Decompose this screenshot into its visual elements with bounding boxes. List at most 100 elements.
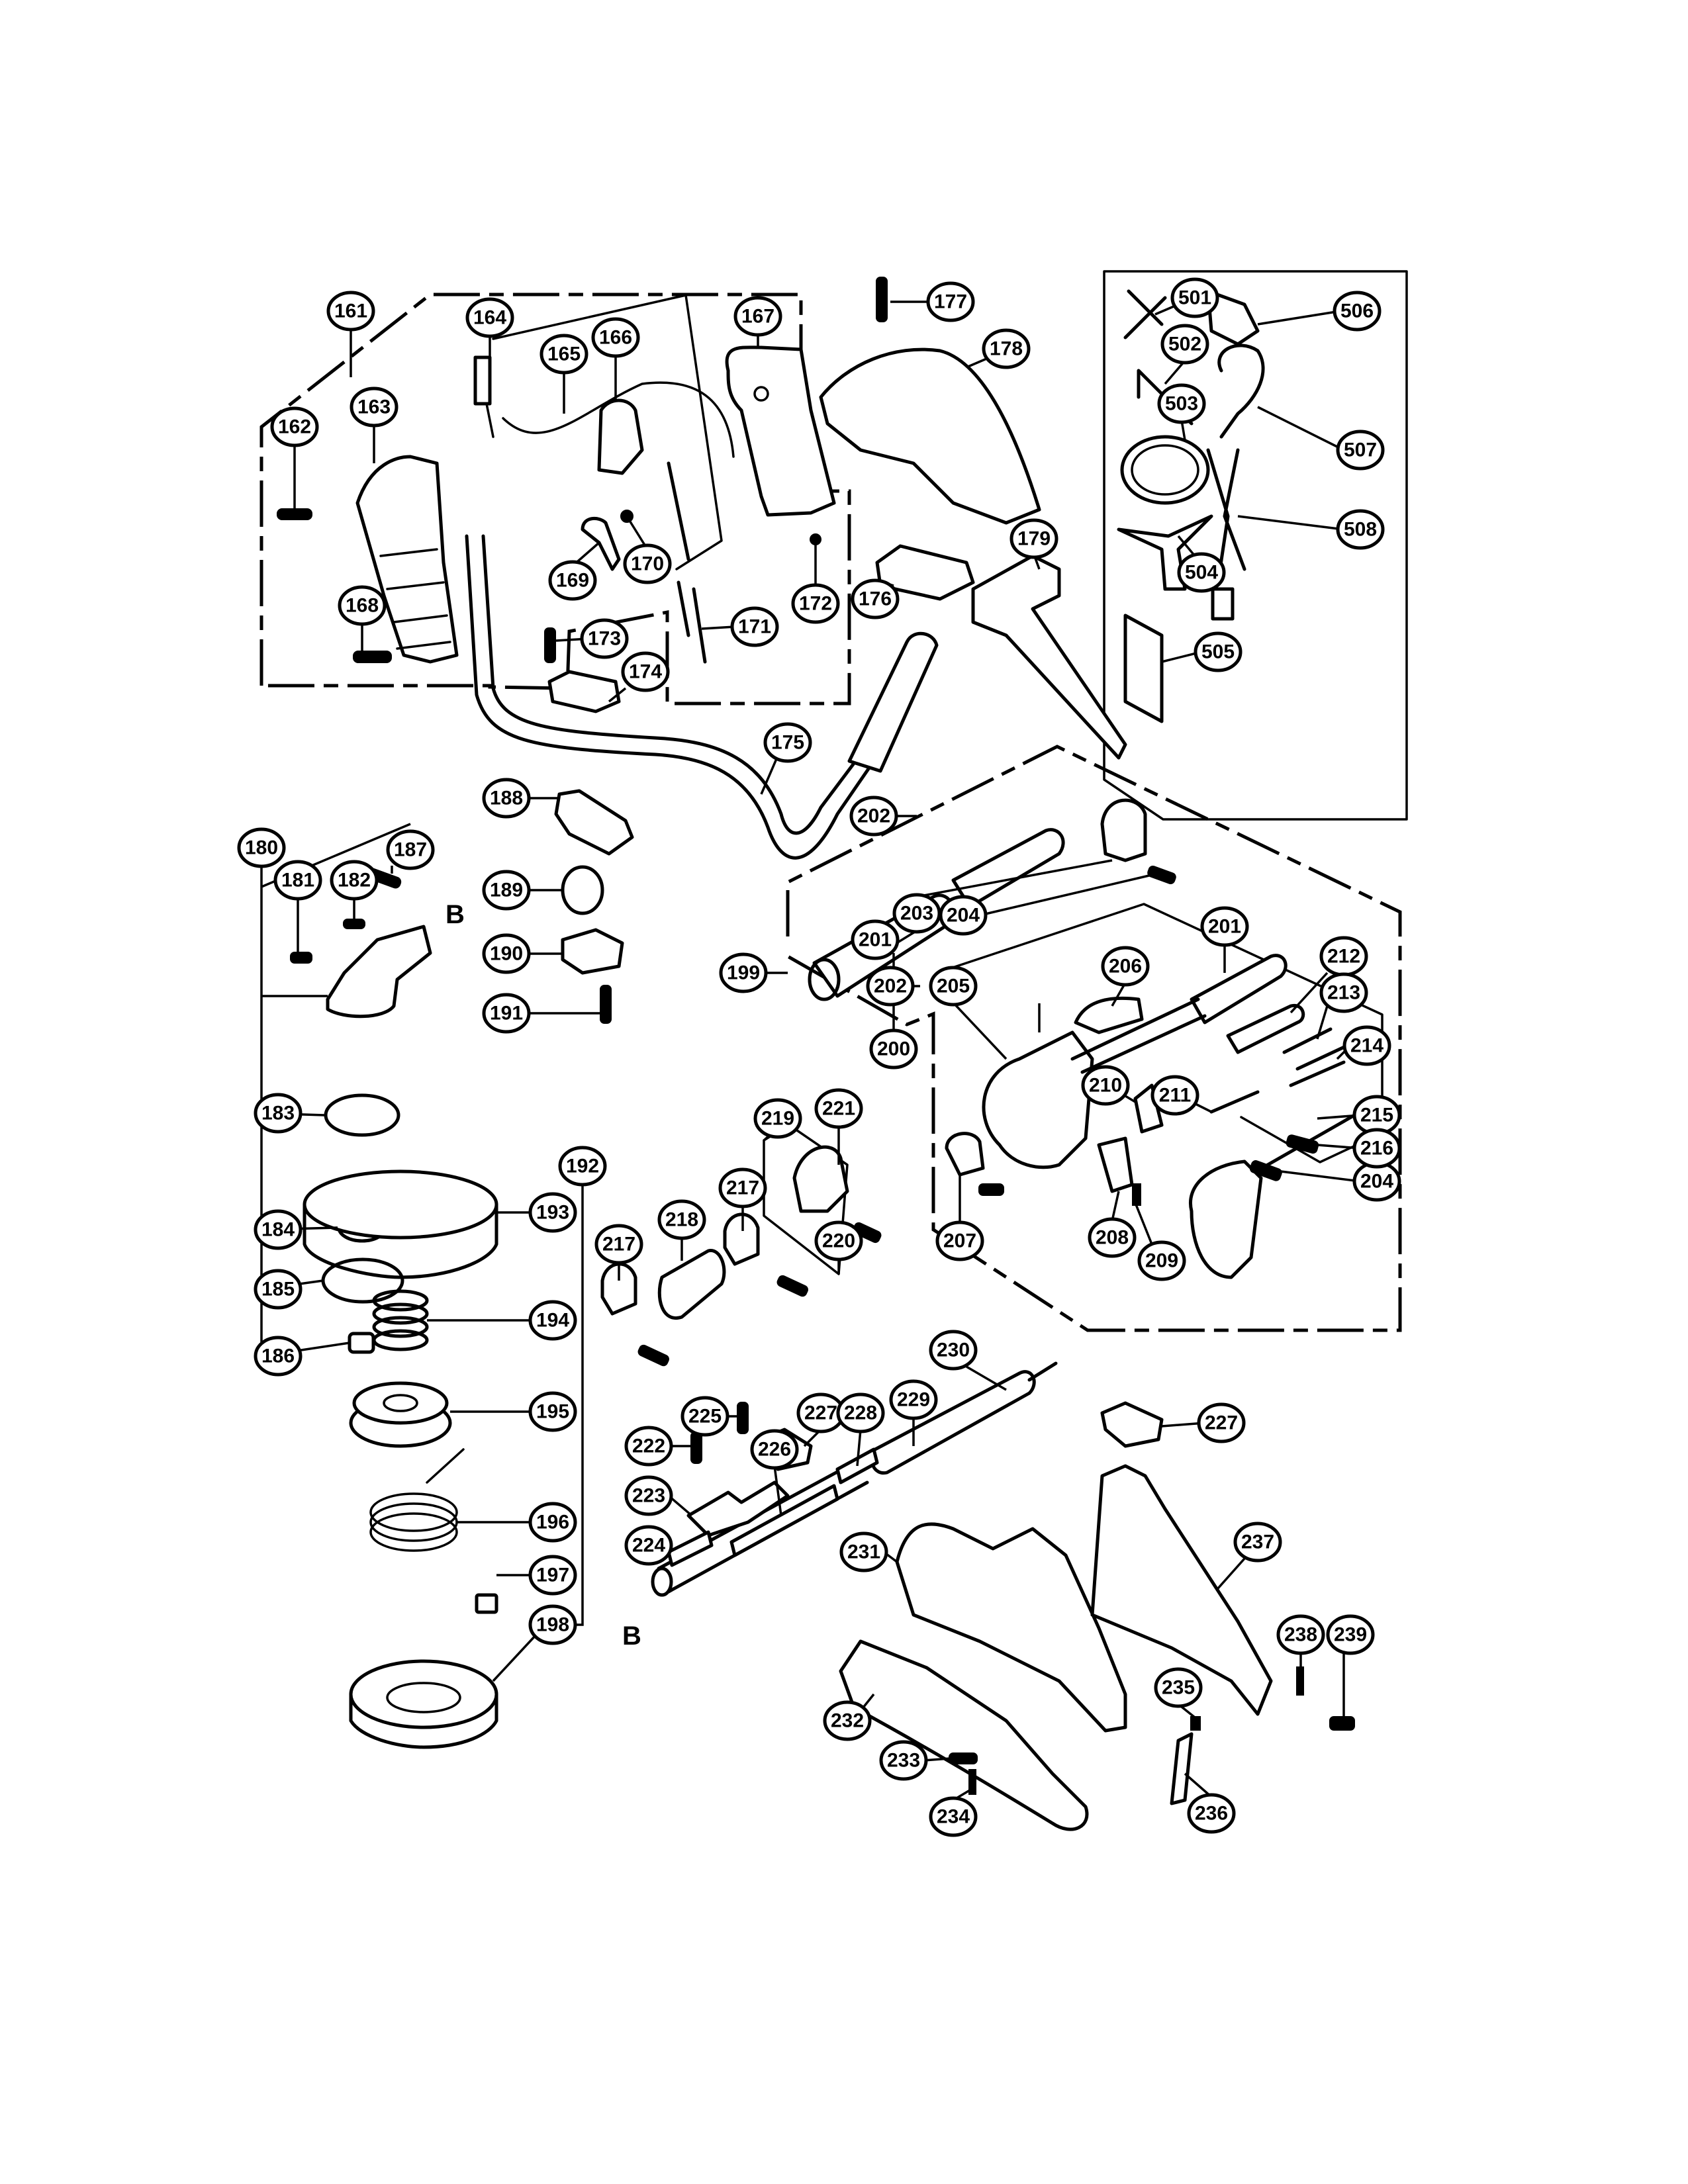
callout-175: 175 — [763, 722, 812, 763]
callout-circle — [849, 796, 898, 837]
callout-circle — [273, 860, 322, 901]
callout-191: 191 — [482, 993, 531, 1034]
callout-number: 213 — [1327, 982, 1360, 1004]
lever-169-part — [581, 516, 621, 571]
callout-number: 227 — [1205, 1412, 1238, 1434]
callout-225: 225 — [680, 1396, 729, 1437]
callout-217: 217 — [594, 1224, 643, 1265]
switch-box-outline — [492, 294, 723, 570]
callout-circle — [836, 1392, 885, 1433]
clamp-227b-part — [1100, 1401, 1164, 1448]
callout-circle — [1137, 1240, 1186, 1281]
callout-circle — [621, 651, 670, 692]
spool-part — [349, 1381, 452, 1448]
callout-229: 229 — [889, 1379, 938, 1420]
manual-bag-505-part — [1123, 614, 1164, 723]
callout-number: 217 — [602, 1234, 635, 1255]
screw-182-part — [343, 919, 365, 929]
callout-162: 162 — [270, 406, 319, 447]
screw-233-part — [949, 1752, 978, 1764]
callout-number: 219 — [761, 1108, 794, 1130]
callout-222: 222 — [624, 1426, 673, 1467]
callout-circle — [1150, 1075, 1199, 1116]
callout-171: 171 — [730, 606, 779, 647]
callout-circle — [1160, 324, 1209, 365]
callout-186: 186 — [254, 1336, 303, 1377]
callout-circle — [680, 1396, 729, 1437]
callout-234: 234 — [929, 1796, 978, 1837]
bushing-189-part — [561, 865, 604, 915]
callout-number: 226 — [758, 1439, 791, 1461]
callout-circle — [270, 406, 319, 447]
callout-circle — [982, 328, 1031, 369]
callout-189: 189 — [482, 870, 531, 911]
callout-238: 238 — [1276, 1614, 1325, 1655]
callout-number: 233 — [887, 1750, 920, 1772]
washer-183-part — [324, 1093, 400, 1137]
callout-circle — [350, 387, 399, 428]
trigger-assembly-outline — [935, 903, 1383, 1163]
callout-number: 204 — [947, 905, 980, 927]
callout-183: 183 — [254, 1093, 303, 1134]
callout-circle — [548, 560, 597, 601]
callout-circle — [814, 1088, 863, 1129]
callout-circle — [889, 1379, 938, 1420]
callout-194: 194 — [528, 1300, 577, 1341]
callout-217: 217 — [718, 1167, 767, 1208]
callout-number: 172 — [799, 593, 832, 615]
trimmer-line-part — [369, 1448, 465, 1552]
callout-number: 228 — [844, 1402, 877, 1424]
handle-cover-part — [725, 345, 836, 517]
callout-163: 163 — [350, 387, 399, 428]
callout-224: 224 — [624, 1525, 673, 1566]
callout-circle — [482, 933, 531, 974]
callout-number: 163 — [357, 396, 391, 418]
callout-197: 197 — [528, 1555, 577, 1596]
handle-assembly-border — [259, 293, 851, 705]
callout-188: 188 — [482, 778, 531, 819]
callout-number: 178 — [990, 338, 1023, 360]
callout-number: 187 — [394, 839, 427, 861]
bolt-177-part — [876, 277, 888, 322]
callout-circle — [1319, 972, 1368, 1013]
callout-number: 199 — [727, 962, 760, 984]
nut-186-part — [348, 1332, 375, 1354]
clip-235-part — [1190, 1716, 1201, 1731]
harness-508-part — [1206, 448, 1246, 621]
callout-number: 193 — [536, 1202, 569, 1224]
callout-circle — [1342, 1025, 1391, 1066]
callout-number: 505 — [1201, 641, 1235, 663]
callout-number: 224 — [632, 1535, 665, 1557]
callout-circle — [1233, 1522, 1282, 1563]
callout-number: 207 — [943, 1230, 976, 1252]
callout-circle — [1200, 906, 1249, 947]
sleeve-224-part — [667, 1530, 714, 1567]
callout-number: 166 — [599, 327, 632, 349]
callout-number: 507 — [1344, 439, 1377, 461]
callout-circle — [1336, 509, 1385, 550]
callout-239: 239 — [1326, 1614, 1375, 1655]
contact-213-part — [1282, 1027, 1333, 1054]
callout-216: 216 — [1352, 1128, 1401, 1169]
callout-170: 170 — [623, 543, 672, 584]
callout-223: 223 — [624, 1475, 673, 1516]
screw-217b-part — [776, 1275, 808, 1297]
callout-212: 212 — [1319, 936, 1368, 977]
clamp-207-part — [945, 1132, 985, 1177]
callout-circle — [528, 1192, 577, 1233]
throttle-trigger-part — [597, 398, 644, 475]
callout-196: 196 — [528, 1502, 577, 1543]
callout-number: 167 — [741, 306, 774, 328]
callout-circle — [935, 1220, 984, 1261]
callout-number: 220 — [822, 1230, 855, 1252]
callout-236: 236 — [1187, 1793, 1236, 1834]
callout-235: 235 — [1154, 1667, 1203, 1708]
callout-circle — [237, 827, 286, 868]
callout-circle — [482, 778, 531, 819]
callout-circle — [624, 1475, 673, 1516]
callout-number: 214 — [1350, 1035, 1383, 1057]
callout-number: 502 — [1168, 334, 1201, 355]
callout-number: 168 — [346, 595, 379, 617]
goggles-506-part — [1206, 289, 1260, 346]
callout-circle — [624, 1426, 673, 1467]
